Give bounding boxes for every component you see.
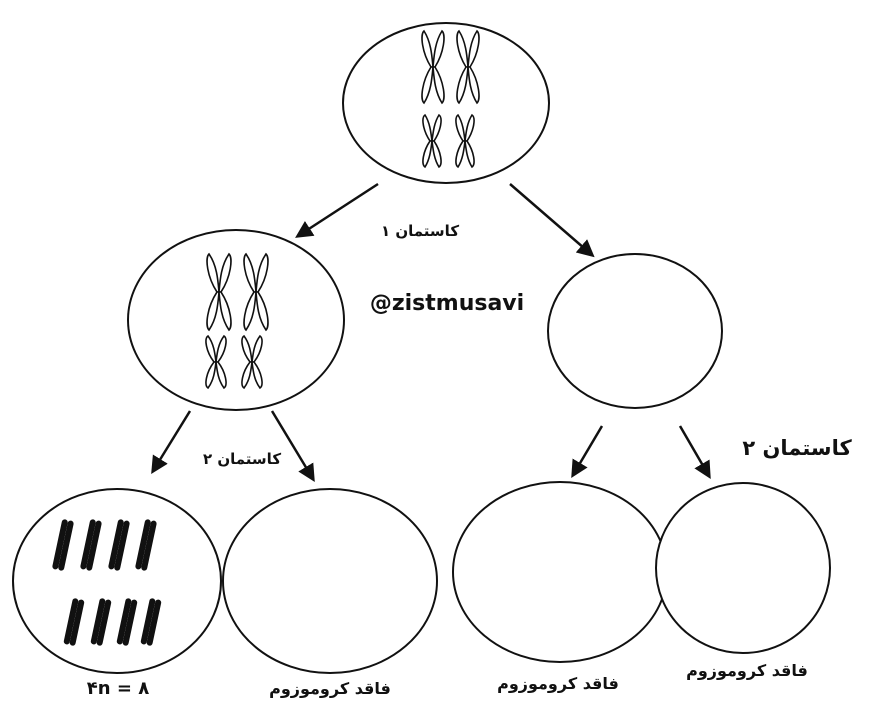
- cell1-chromosome-group: [52, 519, 162, 646]
- cell3-caption: فاقد کروموزوم: [497, 674, 619, 693]
- arrow-left-to-cell1: [151, 410, 192, 474]
- cell4-caption: فاقد کروموزوم: [686, 661, 808, 680]
- watermark-text: @zistmusavi: [370, 291, 524, 316]
- left-daughter-chromosome-group: [205, 252, 269, 390]
- arrow-right-to-cell3: [571, 425, 604, 479]
- division2-right-label: کاستمان ۲: [742, 436, 852, 460]
- cell1-chromosome-top-2: [80, 519, 102, 571]
- arrow-right-to-cell4: [678, 425, 711, 480]
- arrow-parent-left: [295, 182, 379, 238]
- left-chromosome-1: [206, 252, 232, 332]
- cell1-chromosome-bottom-1: [63, 598, 85, 646]
- parent-chromosome-3: [422, 113, 442, 169]
- cell2-caption: فاقد کروموزوم: [269, 679, 391, 698]
- cell1-chromosome-top-1: [52, 519, 74, 571]
- arrow-parent-right: [509, 183, 595, 258]
- cell1-chromosome-bottom-3: [116, 598, 138, 646]
- parent-chromosome-4: [455, 113, 475, 169]
- left-daughter-cell: [127, 229, 345, 411]
- cell1-chromosome-top-4: [135, 519, 157, 571]
- cell1-chromosome-bottom-4: [140, 598, 162, 646]
- division2-left-label: کاستمان ۲: [203, 450, 281, 468]
- right-daughter-cell: [547, 253, 723, 409]
- granddaughter-cell-3: [452, 481, 668, 663]
- left-chromosome-4: [241, 334, 263, 390]
- granddaughter-cell-4: [655, 482, 831, 654]
- division1-label: کاستمان ۱: [381, 222, 459, 240]
- cell1-caption: ۴n = ۸: [87, 678, 149, 699]
- parent-chromosome-1: [421, 29, 445, 105]
- parent-chromosome-2: [456, 29, 480, 105]
- parent-cell: [342, 22, 550, 184]
- parent-chromosome-group: [421, 29, 480, 169]
- arrow-left-to-cell2: [270, 410, 315, 482]
- left-chromosome-3: [205, 334, 227, 390]
- cell1-chromosome-top-3: [108, 519, 130, 571]
- granddaughter-cell-1: [12, 488, 222, 674]
- left-chromosome-2: [243, 252, 269, 332]
- cell1-chromosome-bottom-2: [90, 598, 112, 646]
- granddaughter-cell-2: [222, 488, 438, 674]
